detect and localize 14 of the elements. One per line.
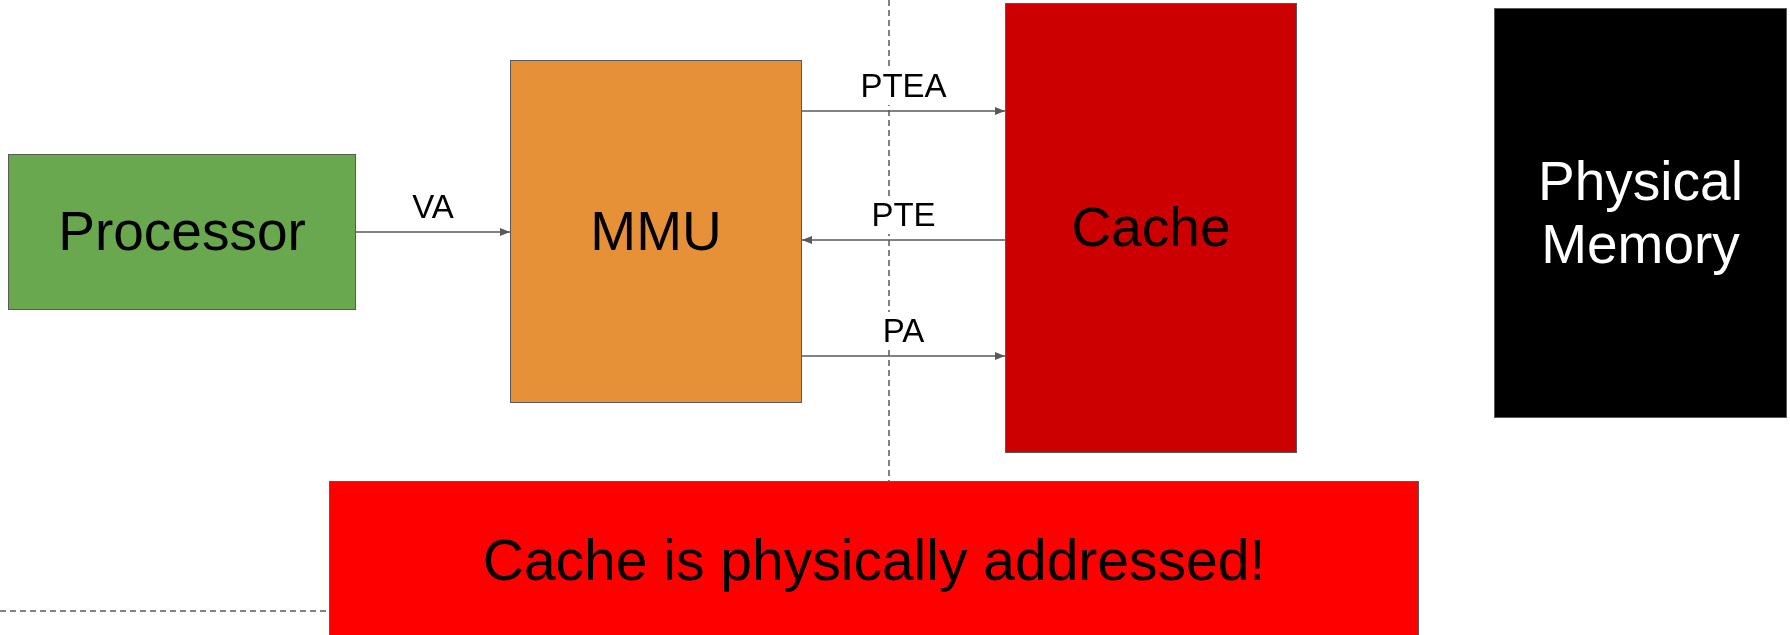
box-label: Physical Memory xyxy=(1537,149,1744,277)
arrow xyxy=(355,228,511,236)
box-label: Processor xyxy=(58,200,306,264)
box-label: Cache is physically addressed! xyxy=(482,528,1266,594)
process-box xyxy=(1494,8,1787,418)
process-box xyxy=(1005,3,1297,453)
arrow xyxy=(801,236,1006,244)
process-box xyxy=(510,60,802,403)
box-label: MMU xyxy=(590,199,722,264)
process-box xyxy=(8,154,356,310)
arrow xyxy=(801,107,1006,115)
arrow xyxy=(801,352,1006,360)
box-label: Cache xyxy=(1071,196,1231,260)
banner xyxy=(329,481,1419,635)
